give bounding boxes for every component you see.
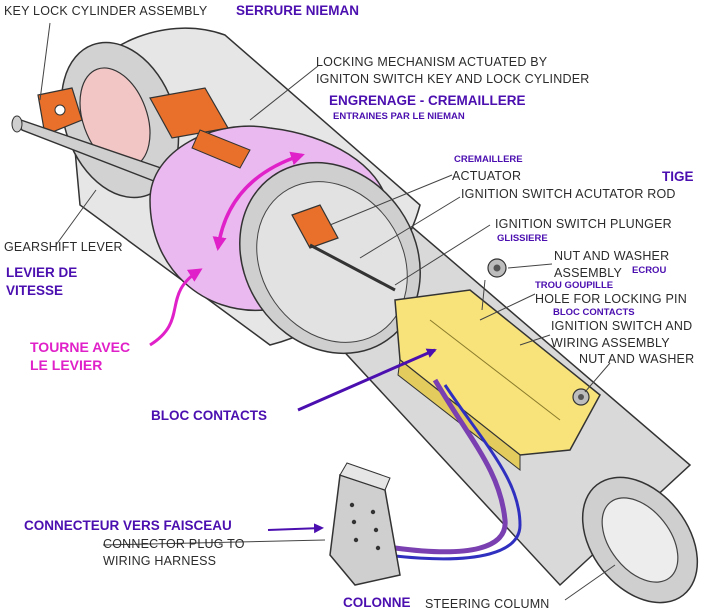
label-levier-de-vitesse-line1: LEVIER DE <box>6 265 78 280</box>
label-entraines-par-le-nieman: ENTRAINES PAR LE NIEMAN <box>333 111 465 122</box>
actuator-rod <box>309 243 396 292</box>
label-ecrou: ECROU <box>632 265 667 276</box>
connector-plug <box>329 462 401 586</box>
label-ignition-switch-plunger: IGNITION SWITCH PLUNGER <box>495 217 672 231</box>
label-engrenage-cremaillere: ENGRENAGE - CREMAILLERE <box>329 93 526 108</box>
label-actuator-rod: IGNITION SWITCH ACUTATOR ROD <box>461 187 676 201</box>
nut-and-washer-top <box>487 258 507 278</box>
label-levier-de-vitesse-line2: VITESSE <box>6 283 64 298</box>
label-nut-washer-assembly-line1: NUT AND WASHER <box>554 249 670 263</box>
label-bloc-contacts: BLOC CONTACTS <box>151 408 267 423</box>
nut-and-washer-bottom <box>572 388 590 406</box>
label-tige: TIGE <box>662 169 694 184</box>
arrow-bloc-contacts <box>297 348 437 412</box>
label-bloc-contacts-small: BLOC CONTACTS <box>553 307 635 318</box>
label-nut-and-washer: NUT AND WASHER <box>579 352 695 366</box>
label-glissiere: GLISSIERE <box>497 233 548 244</box>
label-hole-for-locking-pin: HOLE FOR LOCKING PIN <box>535 292 687 306</box>
wiring-harness <box>394 378 522 561</box>
rotation-arrow <box>212 151 305 251</box>
label-ignition-switch-wiring-line1: IGNITION SWITCH AND <box>551 319 693 333</box>
label-connector-plug-line1: CONNECTOR PLUG TO <box>103 537 245 551</box>
label-ignition-switch-wiring-line2: WIRING ASSEMBLY <box>551 336 670 350</box>
label-actuator: ACTUATOR <box>452 169 522 183</box>
label-steering-column: STEERING COLUMN <box>425 597 550 611</box>
label-locking-mechanism-line2: IGNITON SWITCH KEY AND LOCK CYLINDER <box>316 72 590 86</box>
label-gearshift-lever: GEARSHIFT LEVER <box>4 240 123 254</box>
label-trou-goupille: TROU GOUPILLE <box>535 280 614 291</box>
tourne-pointer-arrow <box>149 268 203 347</box>
label-locking-mechanism-line1: LOCKING MECHANISM ACTUATED BY <box>316 55 548 69</box>
label-serrure-nieman: SERRURE NIEMAN <box>236 3 360 18</box>
label-tourne-avec-le-levier-line2: LE LEVIER <box>30 357 103 373</box>
label-connector-plug-line2: WIRING HARNESS <box>103 554 217 568</box>
label-tourne-avec-le-levier-line1: TOURNE AVEC <box>30 339 131 355</box>
label-nut-washer-assembly-line2: ASSEMBLY <box>554 266 623 280</box>
arrow-connector <box>267 523 324 534</box>
key <box>37 87 83 136</box>
label-key-lock-cylinder: KEY LOCK CYLINDER ASSEMBLY <box>4 4 208 18</box>
label-connecteur-vers-faisceau: CONNECTEUR VERS FAISCEAU <box>24 518 232 533</box>
leader-lines <box>39 22 616 601</box>
label-cremaillere: CREMAILLERE <box>454 154 523 165</box>
label-colonne: COLONNE <box>343 595 411 610</box>
